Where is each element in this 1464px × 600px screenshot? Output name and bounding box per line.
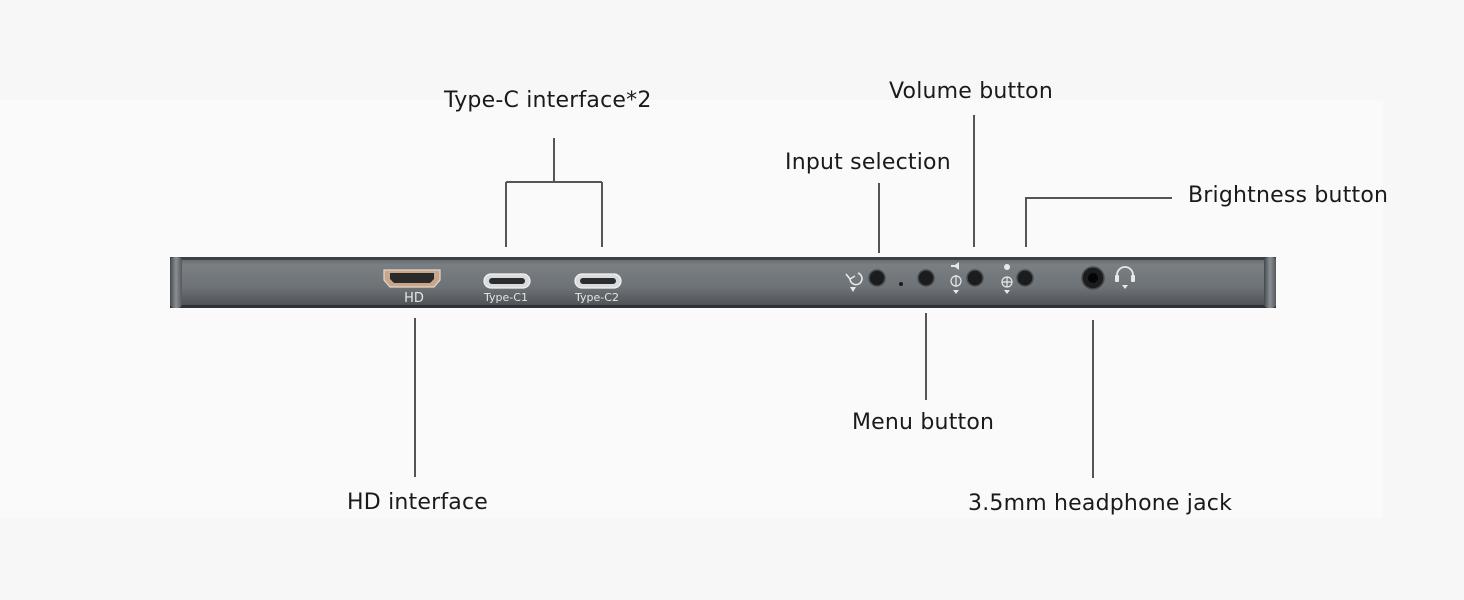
brightness-button[interactable] [1016,269,1034,287]
brightness-callout: Brightness button [1188,183,1389,208]
hd-port: HD [383,269,441,306]
headphone-icon [1115,266,1135,289]
volume-button[interactable] [966,269,984,287]
leader-brightness [1025,197,1172,247]
menu-callout: Menu button [852,410,995,435]
type-c-callout: Type-C interface*2 [444,88,652,113]
headphone-jack [1081,266,1105,290]
hd-port-label: HD [404,291,424,306]
input-selection-callout: Input selection [785,150,951,175]
indicator-dot [899,282,903,286]
leader-lines [414,115,1172,478]
leader-type-c [505,138,603,247]
type-c1-port: Type-C1 [483,273,531,304]
type-c2-label: Type-C2 [574,291,619,304]
monitor-side-edge [170,257,1276,308]
menu-button[interactable] [917,269,935,287]
type-c1-label: Type-C1 [483,291,528,304]
headphone-callout: 3.5mm headphone jack [968,491,1233,516]
rotate-arrow-icon [845,272,863,292]
hd-callout: HD interface [347,490,488,515]
volume-icon [950,262,962,294]
type-c2-port: Type-C2 [574,273,622,304]
brightness-icon [1001,264,1013,294]
volume-callout: Volume button [889,79,1053,104]
input-selection-button[interactable] [868,269,886,287]
background-panel [0,100,1383,518]
